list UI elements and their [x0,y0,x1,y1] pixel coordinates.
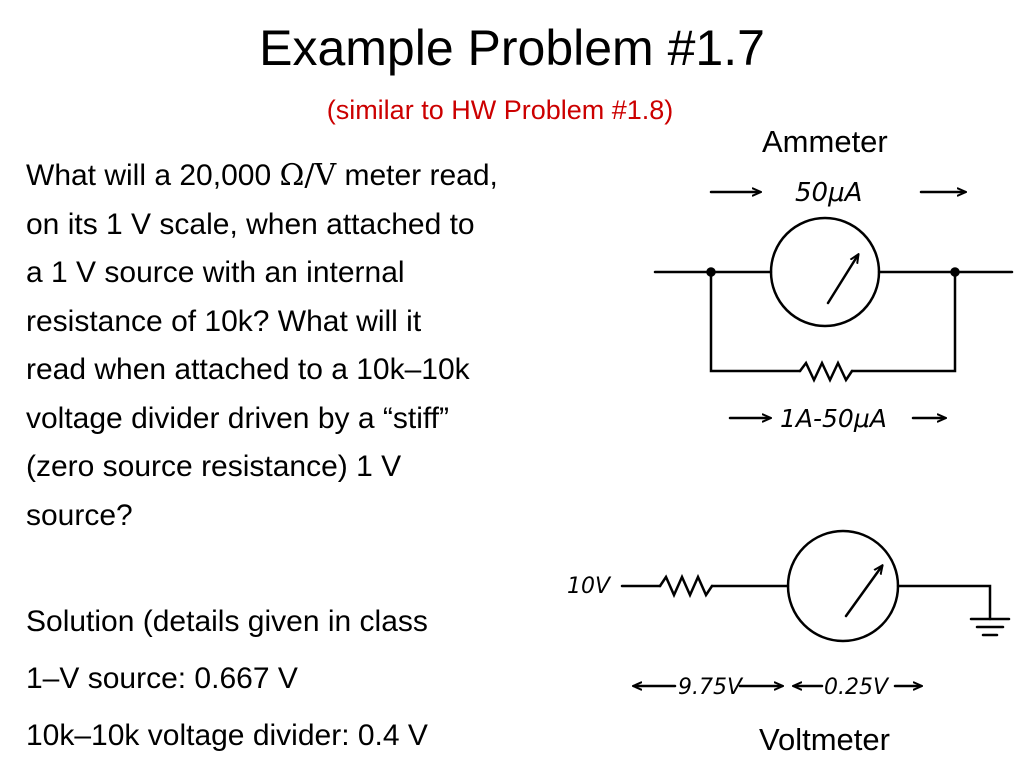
question-line: a 1 V source with an internal [26,256,405,289]
question-line: voltage divider driven by a “stiff” [26,401,449,435]
series-resistor-icon [658,573,714,599]
voltmeter-wire-ground [896,584,992,621]
voltmeter-left-drop: 9.75V [678,675,744,700]
question-line: source? [26,498,133,532]
meter-needle-icon [826,255,858,305]
ammeter-top-current: 50μA [795,178,862,208]
page-title: Example Problem #1.7 [259,20,765,76]
question-line1-pre: What will a 20,000 [26,159,280,192]
question-line: on its 1 V scale, when attached to [26,207,475,241]
voltmeter-source-label: 10V [567,574,612,599]
shunt-wire-left [709,270,802,373]
ammeter-meter-icon [769,216,881,328]
shunt-resistor-icon [798,360,854,383]
ohms-per-volt-symbol: Ω/V [279,158,337,193]
question-text: What will a 20,000 Ω/V meter read, on it… [26,152,666,540]
question-line: read when attached to a 10k–10k [26,353,470,386]
ammeter-circuit [653,192,1014,418]
voltmeter-right-drop: 0.25V [824,675,890,700]
voltmeter-meter-icon [786,529,900,643]
solution-item-1v-source: 1–V source: 0.667 V [26,662,298,695]
voltmeter-label: Voltmeter [759,722,890,757]
question-line: resistance of 10k? What will it [26,304,422,338]
question-line1-post: meter read, [336,159,498,192]
ammeter-label: Ammeter [762,124,888,159]
meter-needle-icon [844,566,882,618]
shunt-wire-right [850,270,957,373]
page-subtitle: (similar to HW Problem #1.8) [326,95,674,125]
solution-heading: Solution (details given in class [26,605,428,638]
voltmeter-circuit [620,529,1011,686]
ammeter-bottom-current: 1A-50μA [780,404,887,433]
question-line: What will a 20,000 Ω/V meter read, [26,152,666,201]
solution-item-voltage-divider: 10k–10k voltage divider: 0.4 V [26,719,428,752]
question-line: (zero source resistance) 1 V [26,450,402,483]
